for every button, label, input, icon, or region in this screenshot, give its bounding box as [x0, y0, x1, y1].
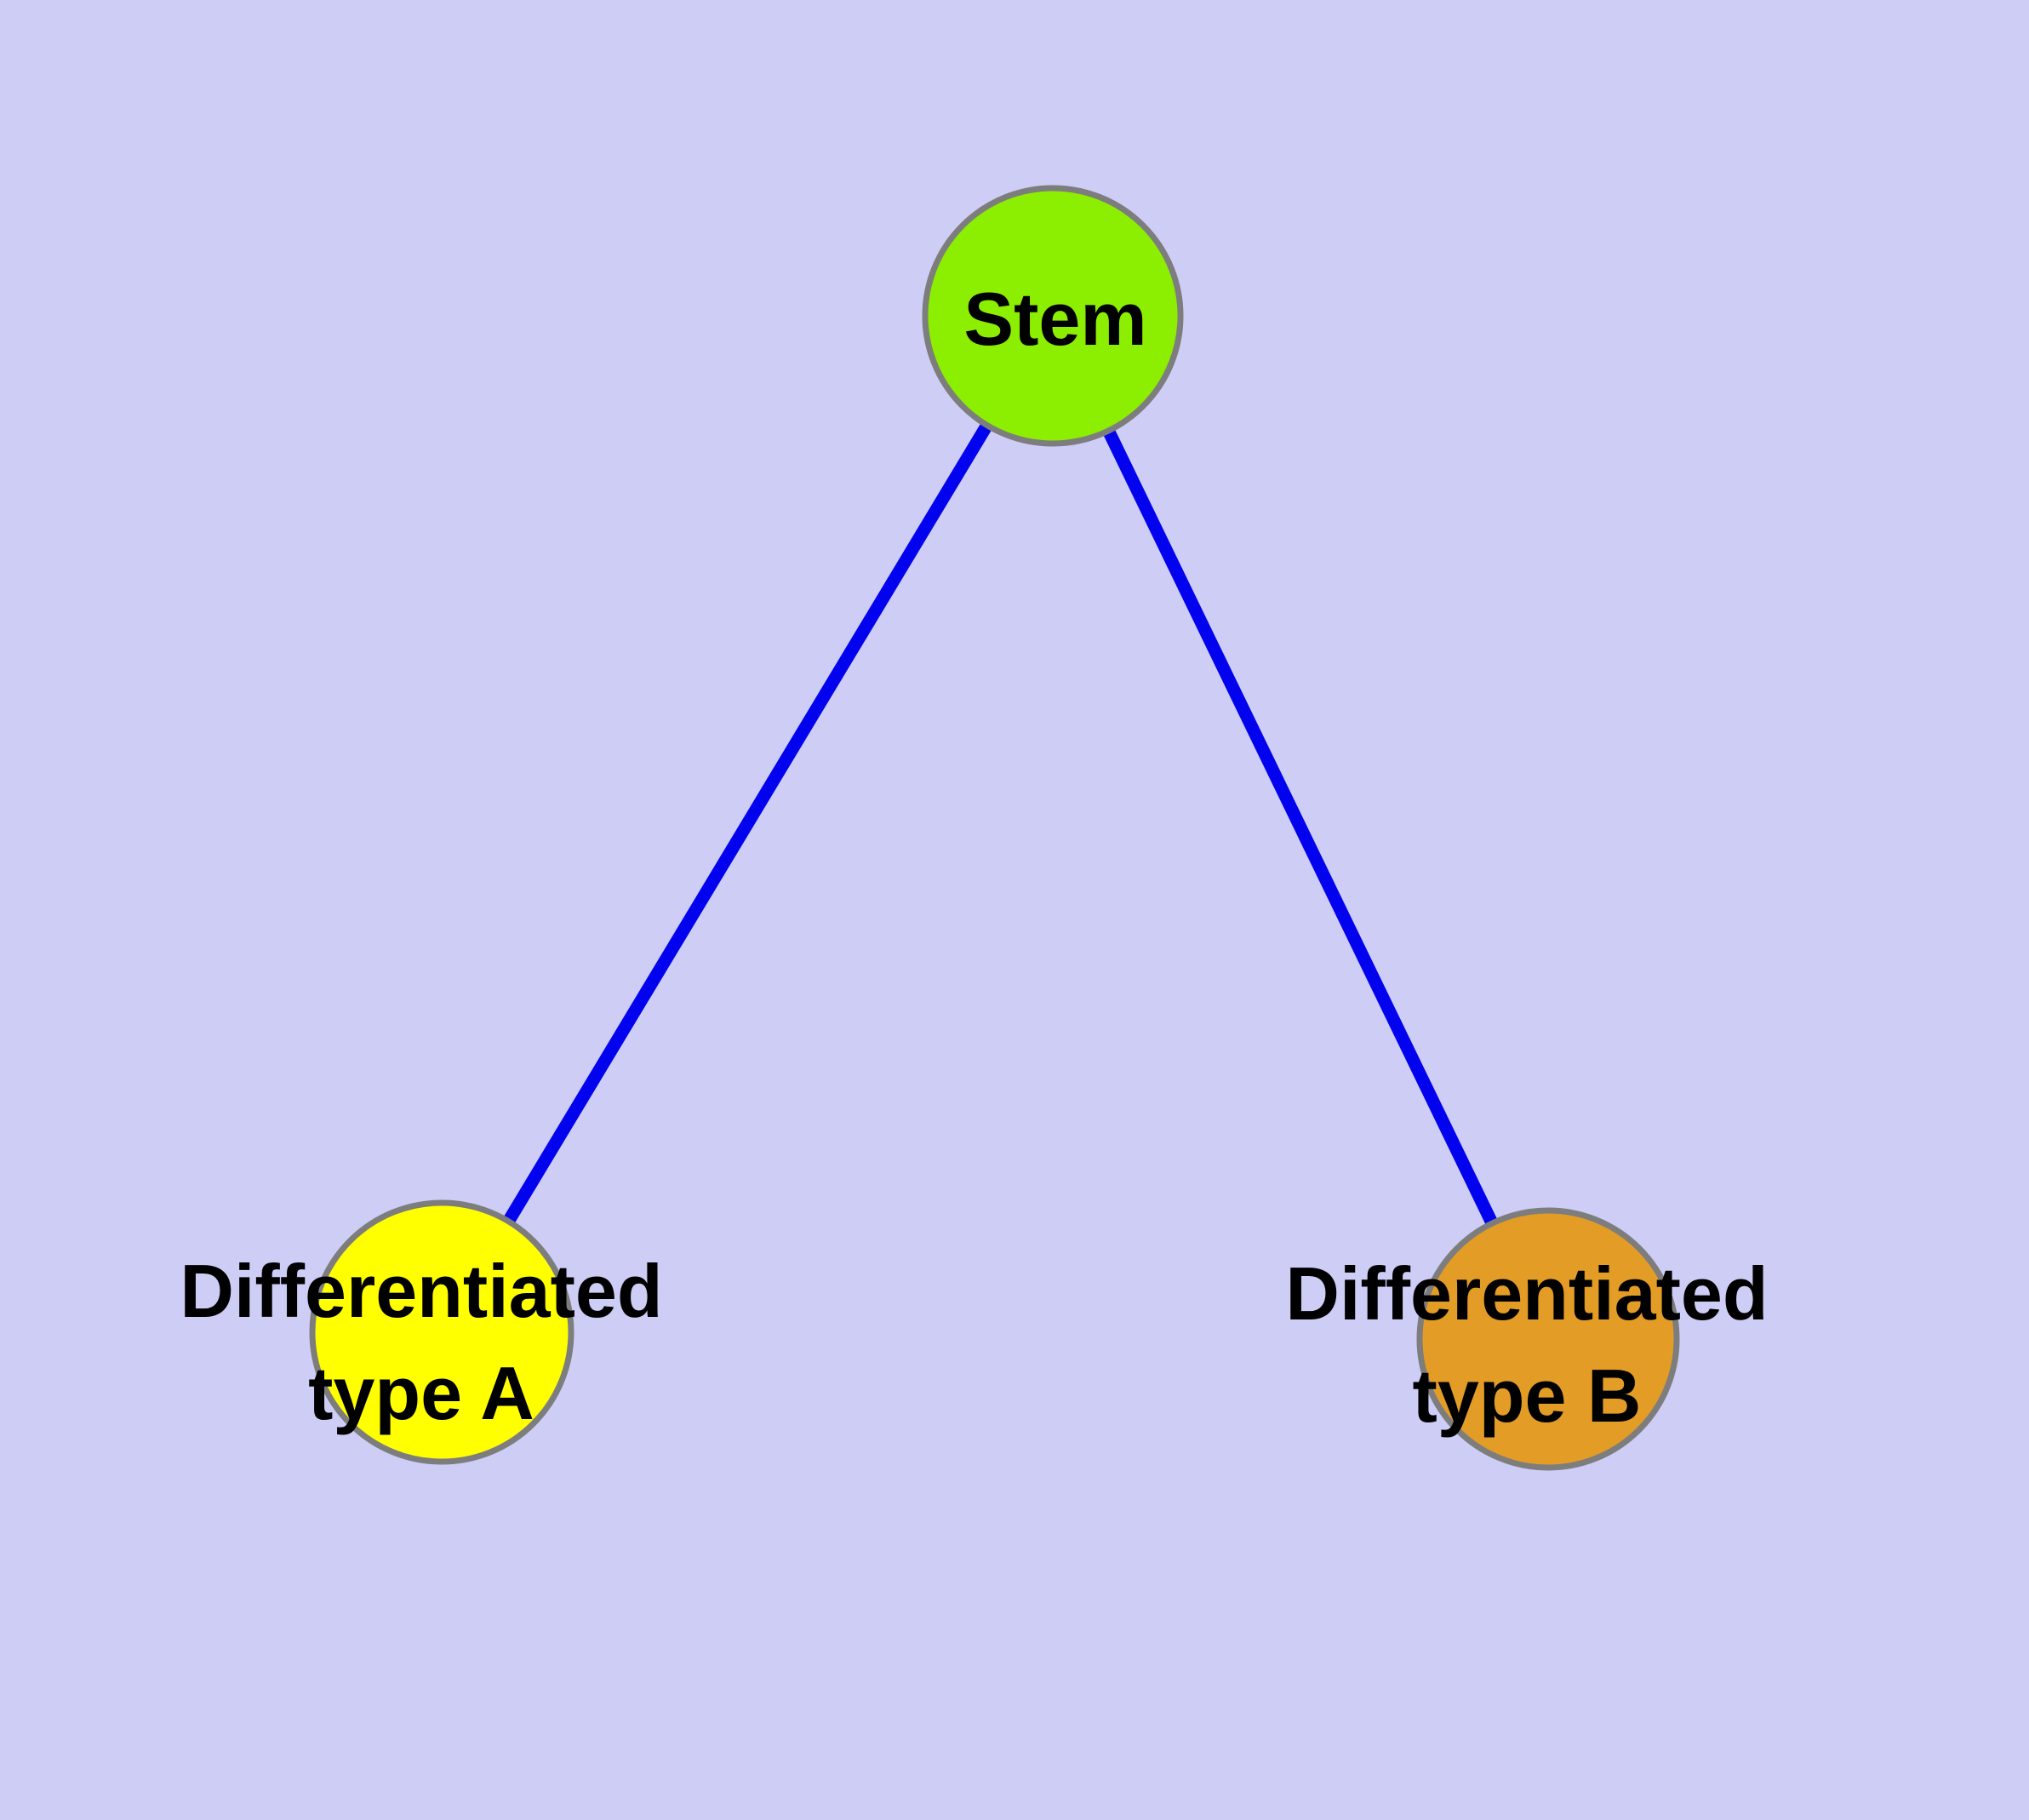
node-type-b-label-line2: type B [1413, 1354, 1642, 1438]
edge-stem-to-type-b [1047, 312, 1554, 1342]
node-differentiated-type-b [1416, 1207, 1680, 1471]
node-type-a-label-line1: Differentiated [180, 1249, 662, 1333]
node-type-b-label-line1: Differentiated [1285, 1251, 1768, 1336]
node-stem-label: Stem [963, 277, 1146, 361]
node-type-a-label-line2: type A [308, 1351, 534, 1435]
node-differentiated-type-a [309, 1199, 574, 1465]
node-stem [922, 185, 1184, 447]
edge-stem-to-type-a [436, 312, 1059, 1336]
